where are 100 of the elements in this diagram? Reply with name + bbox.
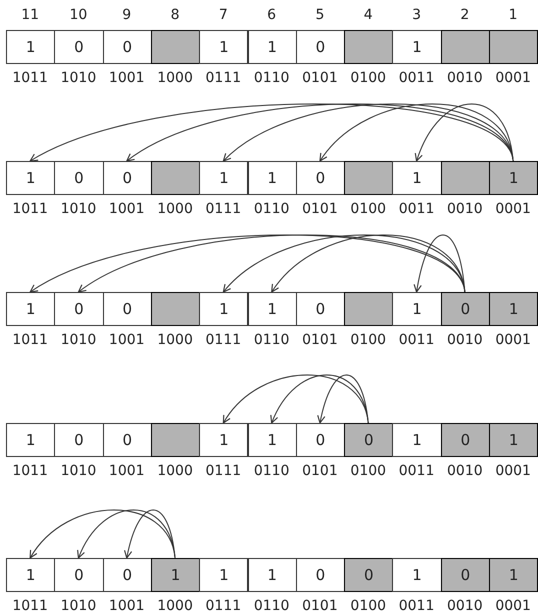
- binary-index: 0110: [254, 599, 290, 613]
- bit-value: 1: [267, 568, 277, 582]
- binary-index: 0010: [447, 71, 483, 85]
- binary-index: 0001: [495, 599, 531, 613]
- bit-value: 0: [316, 40, 326, 54]
- bit-value: 1: [26, 302, 36, 316]
- position-number: 10: [70, 8, 88, 22]
- bit-cell: [54, 558, 104, 592]
- bit-value: 1: [219, 568, 229, 582]
- shaded-bit-cell: [150, 30, 200, 64]
- bit-value: 0: [74, 432, 84, 448]
- binary-index: 0111: [206, 202, 242, 216]
- bit-cell: [248, 558, 297, 592]
- position-number: 4: [364, 8, 373, 22]
- binary-index: 0101: [302, 202, 338, 216]
- bit-value: 1: [26, 568, 36, 582]
- bit-value: 1: [267, 432, 277, 448]
- binary-index: 0011: [398, 464, 434, 478]
- bit-cell: [199, 292, 248, 326]
- shaded-bit-cell: [489, 558, 538, 592]
- arrow: [415, 104, 514, 162]
- bit-value: 0: [122, 432, 132, 448]
- bit-value: 1: [219, 302, 229, 316]
- shaded-bit-cell: [150, 161, 200, 195]
- bit-cell: [6, 423, 56, 457]
- shaded-bit-cell: [440, 423, 490, 457]
- binary-index: 0101: [302, 333, 338, 347]
- bit-cell: [54, 30, 104, 64]
- shaded-bit-cell: [489, 292, 538, 326]
- position-number: 6: [267, 8, 276, 22]
- bit-cell: [102, 30, 152, 64]
- binary-index: 1010: [60, 71, 96, 85]
- binary-index: 0111: [206, 71, 242, 85]
- binary-index: 0101: [302, 71, 338, 85]
- arrow: [319, 104, 514, 162]
- bit-value: 1: [267, 40, 277, 54]
- binary-index: 0110: [254, 464, 290, 478]
- bit-cell: [248, 161, 297, 195]
- arrow: [78, 510, 176, 559]
- binary-index: 0100: [350, 202, 386, 216]
- bit-cell: [102, 558, 152, 592]
- arrow: [318, 374, 369, 424]
- shaded-bit-cell: [344, 161, 394, 195]
- bit-value: 1: [170, 568, 180, 582]
- shaded-bit-cell: [440, 161, 490, 195]
- bit-cell: [6, 558, 56, 592]
- binary-index: 1001: [108, 202, 145, 216]
- bit-value: 1: [508, 302, 518, 316]
- binary-index: 0010: [447, 599, 483, 613]
- shaded-bit-cell: [344, 558, 394, 592]
- binary-index: 0001: [495, 464, 531, 478]
- position-number: 9: [122, 8, 132, 22]
- bit-value: 0: [460, 432, 470, 448]
- shaded-bit-cell: [440, 558, 490, 592]
- binary-index: 0111: [206, 464, 242, 478]
- bit-value: 0: [316, 170, 326, 186]
- arrow: [222, 104, 514, 162]
- binary-index: 0101: [302, 464, 338, 478]
- bit-value: 1: [267, 170, 277, 186]
- bit-value: 0: [74, 40, 84, 54]
- bit-value: 1: [412, 40, 422, 54]
- arrow: [271, 234, 466, 293]
- bit-value: 1: [267, 302, 277, 316]
- binary-index: 0011: [398, 71, 434, 85]
- bit-value: 1: [412, 568, 422, 582]
- bit-cell: [199, 558, 248, 592]
- binary-index: 0011: [398, 202, 434, 216]
- bit-cell: [296, 161, 346, 195]
- bit-value: 1: [508, 568, 518, 582]
- bit-value: 1: [219, 170, 229, 186]
- binary-index: 0011: [398, 599, 434, 613]
- binary-index: 0100: [350, 71, 386, 85]
- bit-value: 0: [122, 568, 132, 582]
- shaded-bit-cell: [440, 292, 490, 326]
- binary-index: 0110: [254, 333, 290, 347]
- binary-index: 0111: [206, 599, 242, 613]
- binary-index: 0100: [350, 599, 386, 613]
- position-number: 11: [21, 8, 40, 22]
- arrow: [30, 510, 176, 559]
- binary-index: 0001: [495, 71, 531, 85]
- binary-index: 1000: [157, 333, 193, 347]
- bit-value: 1: [508, 170, 518, 186]
- shaded-bit-cell: [150, 558, 200, 592]
- bit-value: 0: [122, 302, 132, 316]
- bit-cell: [392, 558, 442, 592]
- bit-cell: [102, 292, 152, 326]
- bit-value: 1: [26, 40, 36, 54]
- bit-cell: [6, 292, 56, 326]
- binary-index: 0010: [447, 202, 483, 216]
- shaded-bit-cell: [489, 30, 538, 64]
- bit-cell: [102, 161, 152, 195]
- bit-cell: [392, 161, 442, 195]
- bit-cell: [199, 30, 248, 64]
- bit-value: 0: [74, 568, 84, 582]
- binary-index: 1001: [108, 333, 145, 347]
- binary-index: 1001: [108, 599, 145, 613]
- bit-cell: [392, 423, 442, 457]
- bit-value: 0: [316, 432, 326, 448]
- shaded-bit-cell: [344, 423, 394, 457]
- arrow: [222, 374, 369, 424]
